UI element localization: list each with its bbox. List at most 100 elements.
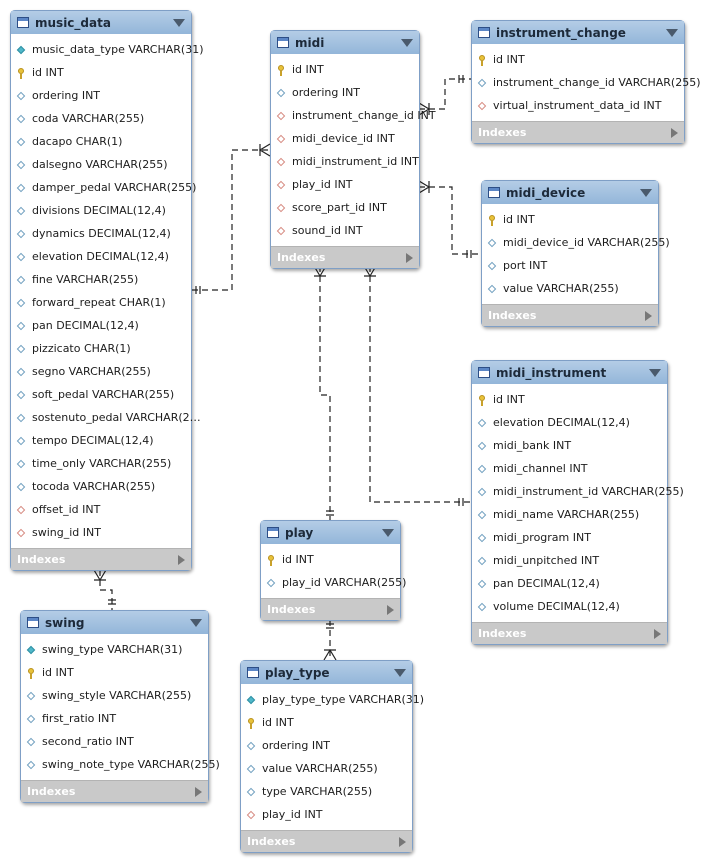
column-row[interactable]: music_data_type VARCHAR(31) xyxy=(11,38,204,61)
column-row[interactable]: play_id INT xyxy=(241,803,412,826)
column-row[interactable]: swing_note_type VARCHAR(255) xyxy=(21,753,220,776)
column-row[interactable]: tocoda VARCHAR(255) xyxy=(11,475,191,498)
table-play-type[interactable]: play_type play_type_type VARCHAR(31)id IN… xyxy=(240,660,424,853)
column-row[interactable]: swing_id INT xyxy=(11,521,191,544)
column-row[interactable]: segno VARCHAR(255) xyxy=(11,360,191,383)
collapse-arrow-icon[interactable] xyxy=(401,38,413,47)
column-row[interactable]: pizzicato CHAR(1) xyxy=(11,337,191,360)
column-row[interactable]: port INT xyxy=(482,254,658,277)
column-row[interactable]: midi_instrument_id VARCHAR(255) xyxy=(472,480,684,503)
column-row[interactable]: volume DECIMAL(12,4) xyxy=(472,595,667,618)
column-row[interactable]: second_ratio INT xyxy=(21,730,208,753)
column-row[interactable]: sound_id INT xyxy=(271,219,419,242)
column-row[interactable]: tempo DECIMAL(12,4) xyxy=(11,429,191,452)
indexes-section[interactable]: Indexes xyxy=(241,830,412,852)
column-row[interactable]: virtual_instrument_data_id INT xyxy=(472,94,684,117)
table-header[interactable]: instrument_change xyxy=(472,21,684,44)
expand-arrow-icon[interactable] xyxy=(399,836,406,847)
column-row[interactable]: time_only VARCHAR(255) xyxy=(11,452,191,475)
column-row[interactable]: ordering INT xyxy=(11,84,191,107)
table-header[interactable]: swing xyxy=(21,611,208,634)
column-row[interactable]: id INT xyxy=(241,711,412,734)
column-row[interactable]: ordering INT xyxy=(271,81,419,104)
column-row[interactable]: id INT xyxy=(21,661,208,684)
column-row[interactable]: play_type_type VARCHAR(31) xyxy=(241,688,424,711)
column-row[interactable]: dalsegno VARCHAR(255) xyxy=(11,153,191,176)
column-row[interactable]: instrument_change_id INT xyxy=(271,104,436,127)
column-row[interactable]: sostenuto_pedal VARCHAR(2… xyxy=(11,406,201,429)
indexes-section[interactable]: Indexes xyxy=(271,246,419,268)
column-row[interactable]: type VARCHAR(255) xyxy=(241,780,412,803)
column-row[interactable]: midi_unpitched INT xyxy=(472,549,667,572)
table-music-data[interactable]: music_data music_data_type VARCHAR(31)id … xyxy=(10,10,204,571)
collapse-arrow-icon[interactable] xyxy=(190,618,202,627)
column-row[interactable]: forward_repeat CHAR(1) xyxy=(11,291,191,314)
column-row[interactable]: id INT xyxy=(271,58,419,81)
column-row[interactable]: elevation DECIMAL(12,4) xyxy=(11,245,191,268)
column-row[interactable]: ordering INT xyxy=(241,734,412,757)
column-row[interactable]: midi_device_id VARCHAR(255) xyxy=(482,231,670,254)
table-header[interactable]: midi_instrument xyxy=(472,361,667,384)
column-row[interactable]: instrument_change_id VARCHAR(255) xyxy=(472,71,701,94)
table-header[interactable]: play xyxy=(261,521,400,544)
table-header[interactable]: play_type xyxy=(241,661,412,684)
expand-arrow-icon[interactable] xyxy=(406,252,413,263)
expand-arrow-icon[interactable] xyxy=(178,554,185,565)
column-row[interactable]: midi_name VARCHAR(255) xyxy=(472,503,667,526)
column-row[interactable]: play_id INT xyxy=(271,173,419,196)
column-row[interactable]: damper_pedal VARCHAR(255) xyxy=(11,176,196,199)
column-row[interactable]: swing_type VARCHAR(31) xyxy=(21,638,208,661)
column-row[interactable]: play_id VARCHAR(255) xyxy=(261,571,406,594)
column-row[interactable]: pan DECIMAL(12,4) xyxy=(11,314,191,337)
column-row[interactable]: swing_style VARCHAR(255) xyxy=(21,684,208,707)
expand-arrow-icon[interactable] xyxy=(195,786,202,797)
collapse-arrow-icon[interactable] xyxy=(649,368,661,377)
column-row[interactable]: midi_device_id INT xyxy=(271,127,419,150)
column-row[interactable]: coda VARCHAR(255) xyxy=(11,107,191,130)
column-row[interactable]: id INT xyxy=(482,208,658,231)
collapse-arrow-icon[interactable] xyxy=(173,18,185,27)
column-row[interactable]: midi_instrument_id INT xyxy=(271,150,419,173)
column-row[interactable]: midi_program INT xyxy=(472,526,667,549)
collapse-arrow-icon[interactable] xyxy=(666,28,678,37)
expand-arrow-icon[interactable] xyxy=(387,604,394,615)
collapse-arrow-icon[interactable] xyxy=(382,528,394,537)
indexes-section[interactable]: Indexes xyxy=(472,622,667,644)
column-row[interactable]: id INT xyxy=(11,61,191,84)
indexes-section[interactable]: Indexes xyxy=(21,780,208,802)
column-row[interactable]: dynamics DECIMAL(12,4) xyxy=(11,222,191,245)
expand-arrow-icon[interactable] xyxy=(654,628,661,639)
column-row[interactable]: fine VARCHAR(255) xyxy=(11,268,191,291)
column-row[interactable]: pan DECIMAL(12,4) xyxy=(472,572,667,595)
column-row[interactable]: midi_bank INT xyxy=(472,434,667,457)
expand-arrow-icon[interactable] xyxy=(645,310,652,321)
collapse-arrow-icon[interactable] xyxy=(394,668,406,677)
column-row[interactable]: id INT xyxy=(472,48,684,71)
column-row[interactable]: id INT xyxy=(261,548,400,571)
indexes-section[interactable]: Indexes xyxy=(11,548,191,570)
column-row[interactable]: score_part_id INT xyxy=(271,196,419,219)
column-row[interactable]: elevation DECIMAL(12,4) xyxy=(472,411,667,434)
column-row[interactable]: value VARCHAR(255) xyxy=(241,757,412,780)
table-header[interactable]: midi xyxy=(271,31,419,54)
column-row[interactable]: midi_channel INT xyxy=(472,457,667,480)
column-row[interactable]: dacapo CHAR(1) xyxy=(11,130,191,153)
column-row[interactable]: divisions DECIMAL(12,4) xyxy=(11,199,191,222)
indexes-section[interactable]: Indexes xyxy=(261,598,400,620)
expand-arrow-icon[interactable] xyxy=(671,127,678,138)
table-header[interactable]: midi_device xyxy=(482,181,658,204)
column-row[interactable]: value VARCHAR(255) xyxy=(482,277,658,300)
collapse-arrow-icon[interactable] xyxy=(640,188,652,197)
indexes-section[interactable]: Indexes xyxy=(482,304,658,326)
table-header[interactable]: music_data xyxy=(11,11,191,34)
indexes-section[interactable]: Indexes xyxy=(472,121,684,143)
column-row[interactable]: id INT xyxy=(472,388,667,411)
column-row[interactable]: offset_id INT xyxy=(11,498,191,521)
column-row[interactable]: soft_pedal VARCHAR(255) xyxy=(11,383,191,406)
